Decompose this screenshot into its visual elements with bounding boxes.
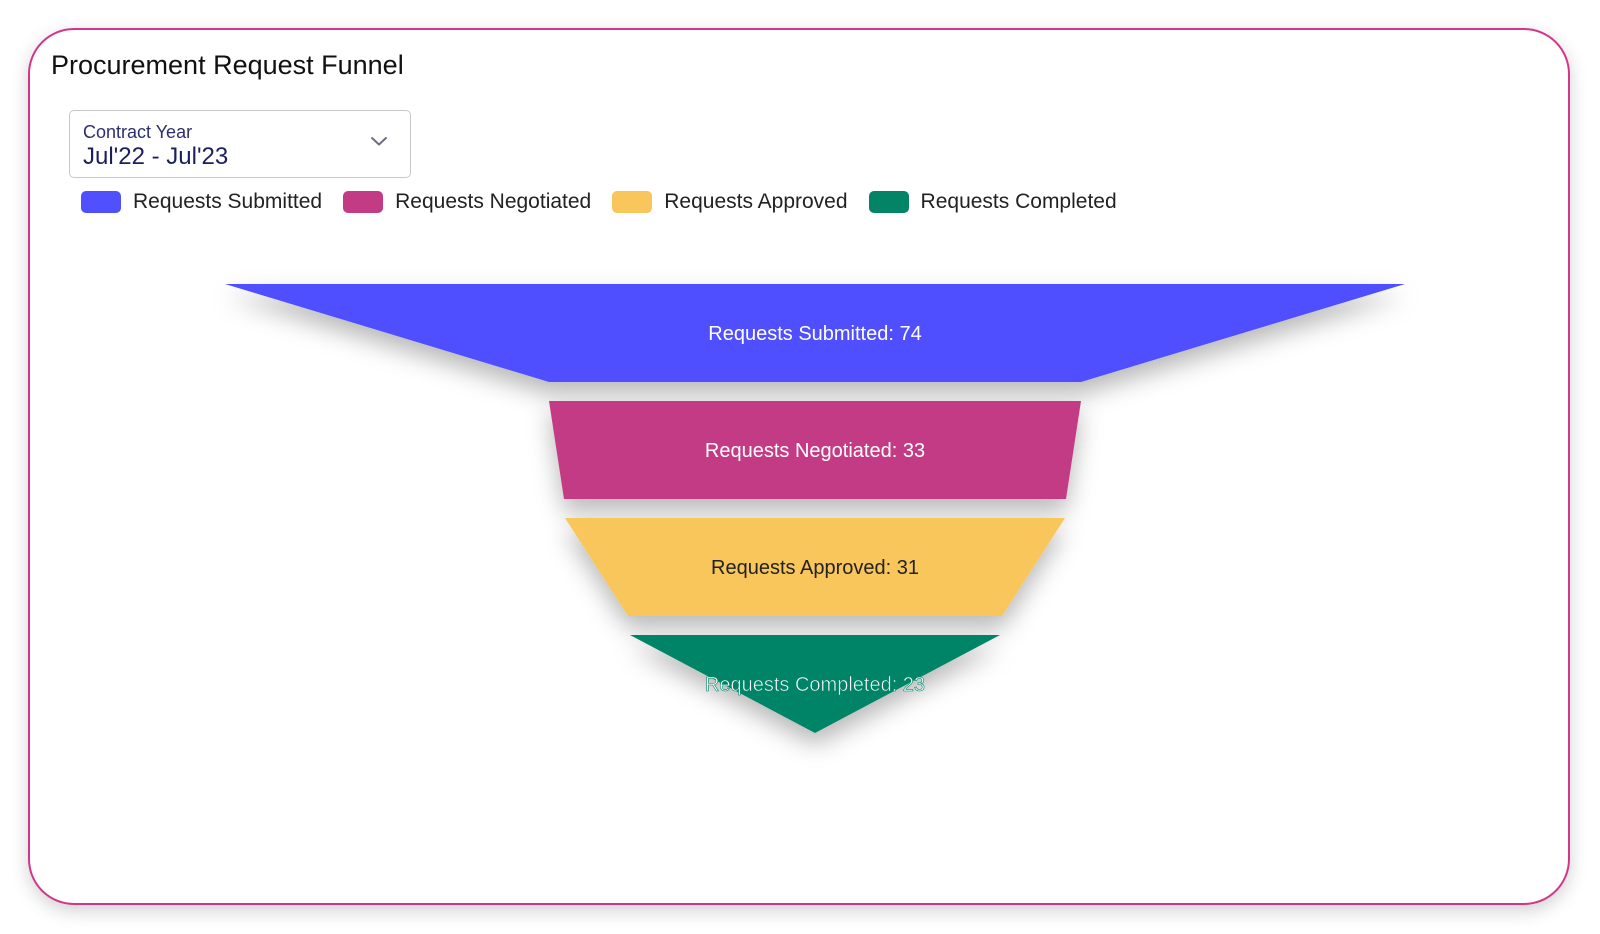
funnel-card: Procurement Request Funnel Contract Year…	[28, 28, 1570, 905]
chevron-down-icon[interactable]	[370, 135, 388, 147]
legend-swatch	[612, 191, 653, 213]
funnel-chart: Requests Submitted: 74 Requests Negotiate…	[225, 284, 1405, 733]
legend-label: Requests Approved	[664, 190, 848, 213]
chart-legend: Requests Submitted Requests Negotiated Req…	[81, 190, 1138, 214]
legend-swatch	[81, 191, 121, 213]
legend-swatch	[343, 191, 384, 213]
funnel-label-4: Requests Completed: 23	[705, 674, 925, 696]
funnel-label-3: Requests Approved: 31	[711, 557, 919, 579]
legend-item-2[interactable]: Requests Negotiated	[343, 190, 591, 214]
funnel-segment-1[interactable]	[225, 284, 1405, 382]
funnel-segment-3[interactable]	[565, 518, 1065, 616]
legend-item-4[interactable]: Requests Completed	[868, 190, 1117, 214]
legend-item-3[interactable]: Requests Approved	[612, 190, 848, 214]
funnel-label-1: Requests Submitted: 74	[708, 323, 921, 345]
legend-label: Requests Completed	[920, 190, 1117, 213]
contract-year-dropdown[interactable]: Contract Year Jul'22 - Jul'23	[69, 110, 411, 178]
dropdown-value: Jul'22 - Jul'23	[83, 143, 229, 170]
legend-label: Requests Submitted	[133, 190, 323, 213]
legend-label: Requests Negotiated	[395, 190, 592, 213]
chart-title: Procurement Request Funnel	[51, 50, 404, 80]
funnel-segment-4[interactable]	[630, 635, 1000, 733]
funnel-label-2: Requests Negotiated: 33	[705, 440, 925, 462]
funnel-segment-2[interactable]	[549, 401, 1081, 499]
legend-swatch	[868, 191, 909, 213]
legend-item-1[interactable]: Requests Submitted	[81, 190, 322, 214]
dropdown-label: Contract Year	[83, 122, 193, 142]
